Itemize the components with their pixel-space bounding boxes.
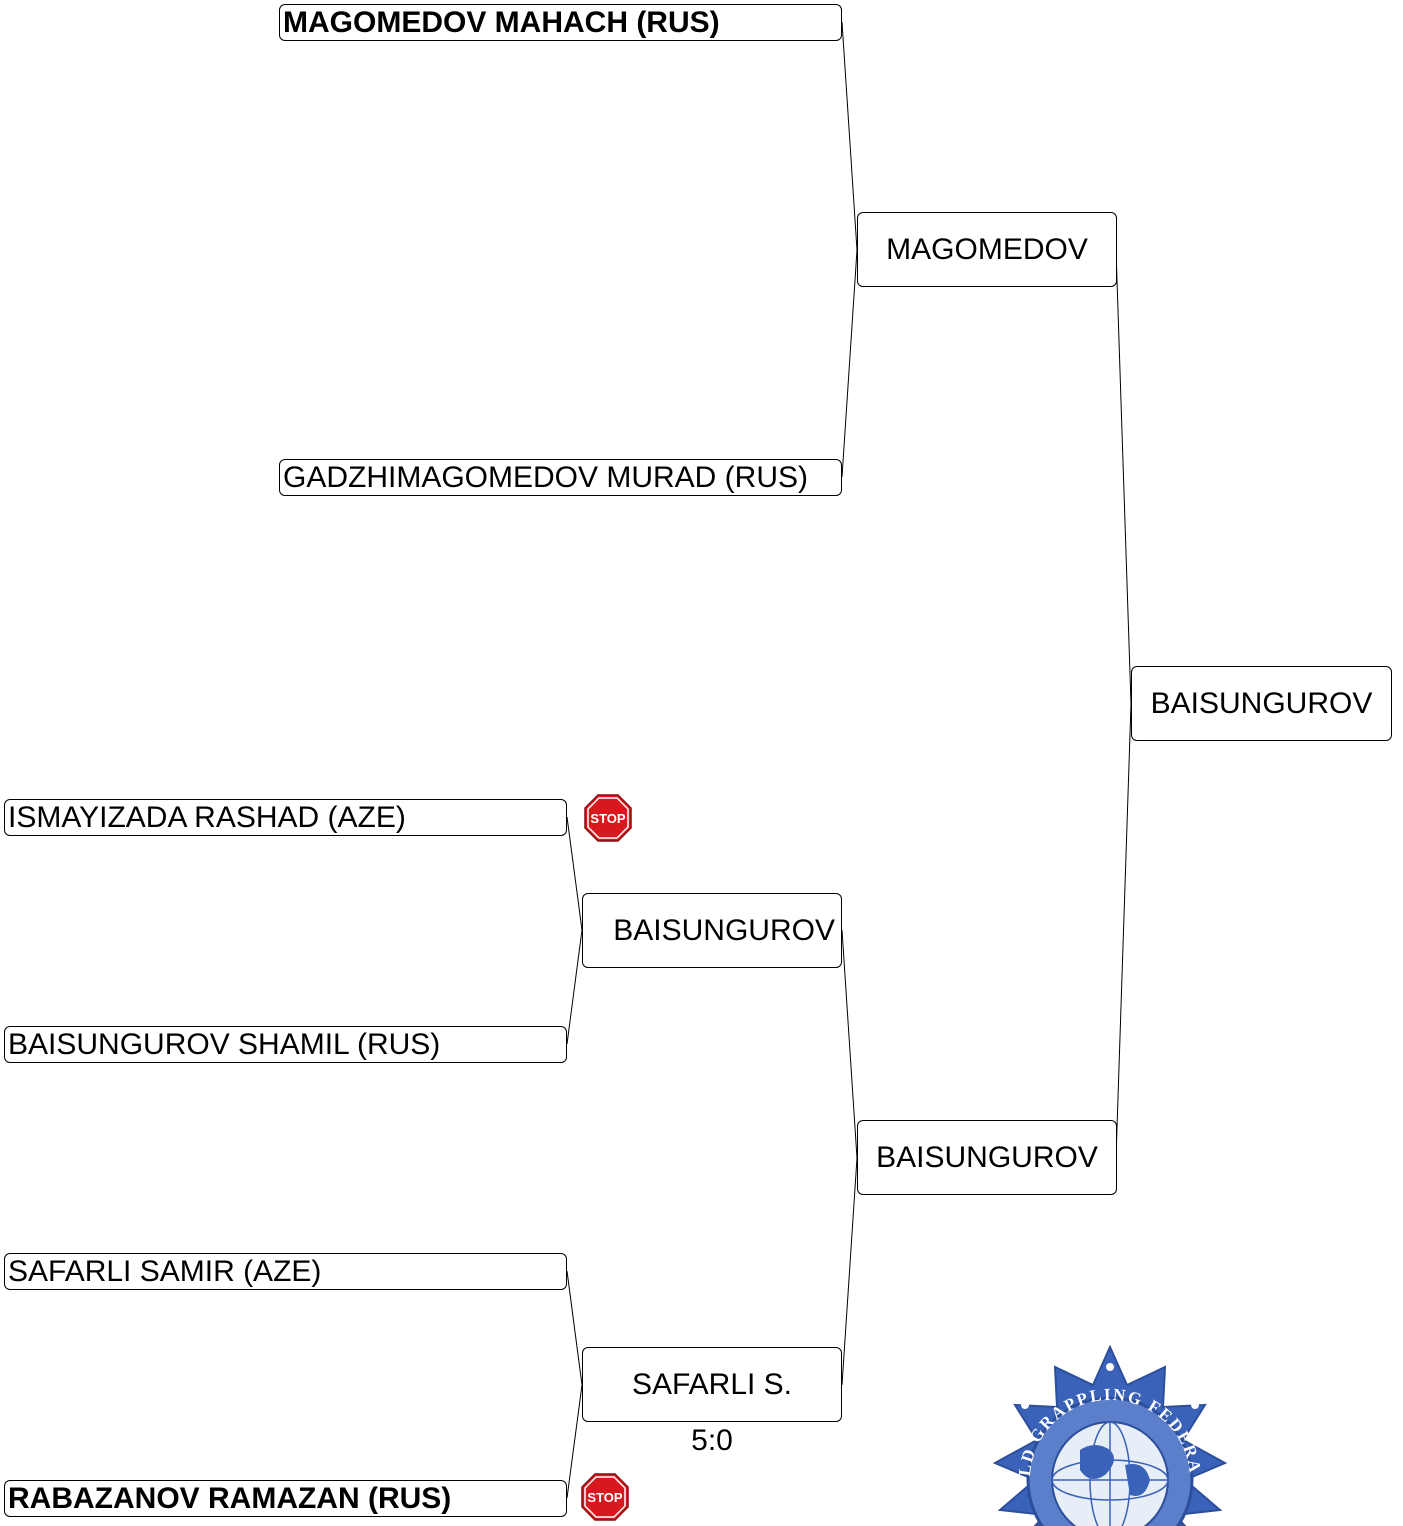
stop-sign-icon: STOP — [584, 794, 632, 842]
final-winner: BAISUNGUROV — [1131, 666, 1392, 741]
round2-winner-1: BAISUNGUROV — [582, 893, 842, 968]
svg-text:STOP: STOP — [590, 811, 625, 826]
entrant-2: GADZHIMAGOMEDOV MURAD (RUS) — [279, 459, 842, 496]
federation-seal-logo: WORLD GRAPPLING FEDERATION — [985, 1345, 1228, 1526]
round3-winner-2: BAISUNGUROV — [857, 1120, 1117, 1195]
stop-sign-icon: STOP — [581, 1473, 629, 1521]
entrant-1: MAGOMEDOV MAHACH (RUS) — [279, 4, 842, 41]
entrant-3: ISMAYIZADA RASHAD (AZE) — [4, 799, 567, 836]
entrant-5: SAFARLI SAMIR (AZE) — [4, 1253, 567, 1290]
match-score: 5:0 — [691, 1424, 733, 1457]
round2-winner-2: SAFARLI S. — [582, 1347, 842, 1422]
svg-text:STOP: STOP — [587, 1490, 622, 1505]
round3-winner-1: MAGOMEDOV — [857, 212, 1117, 287]
entrant-4: BAISUNGUROV SHAMIL (RUS) — [4, 1026, 567, 1063]
entrant-6: RABAZANOV RAMAZAN (RUS) — [4, 1480, 567, 1517]
